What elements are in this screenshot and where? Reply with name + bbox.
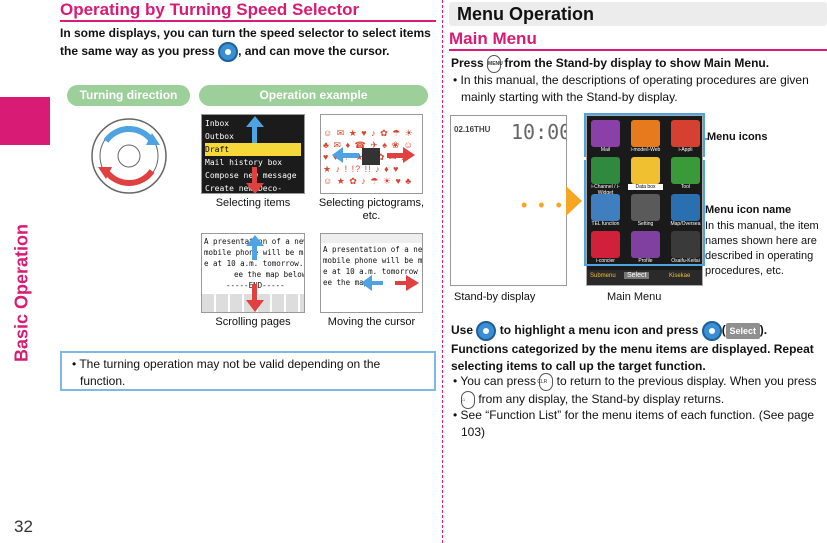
menu-icon-databox xyxy=(631,157,660,184)
column-divider xyxy=(442,0,443,543)
caption-main-menu: Main Menu xyxy=(607,291,662,303)
note-text: • The turning operation may not be valid… xyxy=(72,357,381,388)
left-intro: In some displays, you can turn the speed… xyxy=(60,25,436,62)
section-side-tab: Basic Operation xyxy=(0,0,50,543)
callout-name-title: Menu icon name xyxy=(705,204,792,216)
caption-pictograms: Selecting pictograms, etc. xyxy=(318,197,425,222)
screen-moving-cursor: A presentation of a new mobile phone wil… xyxy=(320,233,423,313)
standby-screen: 02.16THU 10:00 xyxy=(450,115,567,286)
intro-text-b: , and can move the cursor. xyxy=(238,44,390,59)
menu-icon-tool xyxy=(671,157,700,184)
up-down-arrows xyxy=(246,116,264,193)
caption-standby: Stand-by display xyxy=(454,291,536,303)
press-menu-instruction: Press MENU from the Stand-by display to … xyxy=(451,55,825,73)
standby-date: 02.16THU xyxy=(454,125,491,134)
screen-item: Compose new message xyxy=(205,171,297,180)
cursor-arrows xyxy=(361,275,419,291)
standby-time: 10:00 xyxy=(511,120,567,144)
names-bracket xyxy=(584,160,705,266)
note-box: • The turning operation may not be valid… xyxy=(60,351,436,391)
selector-key-icon xyxy=(476,321,497,341)
bullet-clr: • You can press CLR to return to the pre… xyxy=(451,373,825,409)
screen-item: Outbox xyxy=(205,132,234,141)
menu-icon-setting xyxy=(631,194,660,221)
bullet-standby: • In this manual, the descriptions of op… xyxy=(453,73,809,104)
menu-icon-map xyxy=(671,194,700,221)
callout-name-body: In this manual, the item names shown her… xyxy=(705,220,819,277)
main-menu-screen: Mail i-mode/i-Web i-Appli i-Channel / i-… xyxy=(586,115,703,286)
left-heading: Operating by Turning Speed Selector xyxy=(60,0,436,22)
intro-text-a: In some displays, you can turn the speed… xyxy=(60,26,431,59)
screen-pictograms: ☺ ✉ ★ ♥ ♪ ✿ ☂ ☀♣ ✉ ♦ ☎ ✈ ♠ ❀ ☺♥ ♥ ☂ ★ ♪ … xyxy=(320,114,423,194)
use-instruction: Use to highlight a menu icon and press (… xyxy=(451,321,825,375)
side-tab-label: Basic Operation xyxy=(11,223,32,363)
caption-selecting-items: Selecting items xyxy=(215,197,291,209)
caption-moving-cursor: Moving the cursor xyxy=(327,316,416,328)
selector-key-icon xyxy=(218,42,239,62)
flow-arrow xyxy=(566,186,582,216)
select-key-icon: Select xyxy=(725,323,760,339)
screen-selecting-items: Inbox Outbox Draft Mail history box Comp… xyxy=(201,114,305,194)
menu-icon-mail xyxy=(591,120,620,147)
selector-press-icon xyxy=(701,321,722,341)
icons-bracket xyxy=(584,113,705,157)
softkey-center: Select xyxy=(624,272,650,279)
scroll-arrows xyxy=(246,235,264,312)
menu-key-icon: MENU xyxy=(487,55,503,73)
turning-direction-label: Turning direction xyxy=(67,85,190,106)
screen-item: Inbox xyxy=(205,119,230,128)
right-header: Menu Operation xyxy=(449,2,827,26)
screen-item: Create new Deco-Anime xyxy=(205,184,283,193)
side-tab-marker xyxy=(0,97,50,145)
cursor-line: ee the map xyxy=(323,278,369,287)
operation-example-label: Operation example xyxy=(199,85,428,106)
cursor-line: e at 10 a.m. tomorrow S xyxy=(323,267,423,276)
scroll-line: e at 10 a.m. tomorrow. S xyxy=(204,259,305,268)
dots: • • • xyxy=(521,195,565,215)
cursor-line: A presentation of a new xyxy=(323,245,423,254)
callout-icons: Menu icons xyxy=(707,131,768,143)
page-number: 32 xyxy=(14,517,33,536)
left-heading-text: Operating by Turning Speed Selector xyxy=(60,0,360,19)
menu-icon-ichannel xyxy=(591,157,620,184)
menu-icon-profile xyxy=(631,231,660,258)
right-subheader: Main Menu xyxy=(449,29,827,51)
menu-icon-iappli xyxy=(671,120,700,147)
softkey-bar: Submenu Select Kisekae xyxy=(587,270,702,285)
speed-selector-diagram xyxy=(91,118,167,194)
clr-key-icon: CLR xyxy=(537,373,554,391)
screen-item: Mail history box xyxy=(205,158,283,167)
menu-icon-iconcier xyxy=(591,231,620,258)
screen-scrolling: A presentation of a new mobile phone wil… xyxy=(201,233,305,313)
menu-icon-imode xyxy=(631,120,660,147)
softkey-left: Submenu xyxy=(590,273,616,279)
left-right-arrows xyxy=(332,147,415,163)
screen-item: Draft xyxy=(205,143,301,156)
softkey-right: Kisekae xyxy=(669,273,691,279)
pictogram-cursor xyxy=(362,148,380,165)
menu-icon-tel xyxy=(591,194,620,221)
right-subheader-text: Main Menu xyxy=(449,29,537,48)
scroll-line: ee the map below. xyxy=(234,270,305,279)
cursor-line: mobile phone will be mad xyxy=(323,256,423,265)
caption-scrolling: Scrolling pages xyxy=(215,316,291,328)
bullet-function-list: • See “Function List” for the menu items… xyxy=(453,408,815,439)
menu-icon-osaifu xyxy=(671,231,700,258)
right-header-text: Menu Operation xyxy=(457,4,595,24)
